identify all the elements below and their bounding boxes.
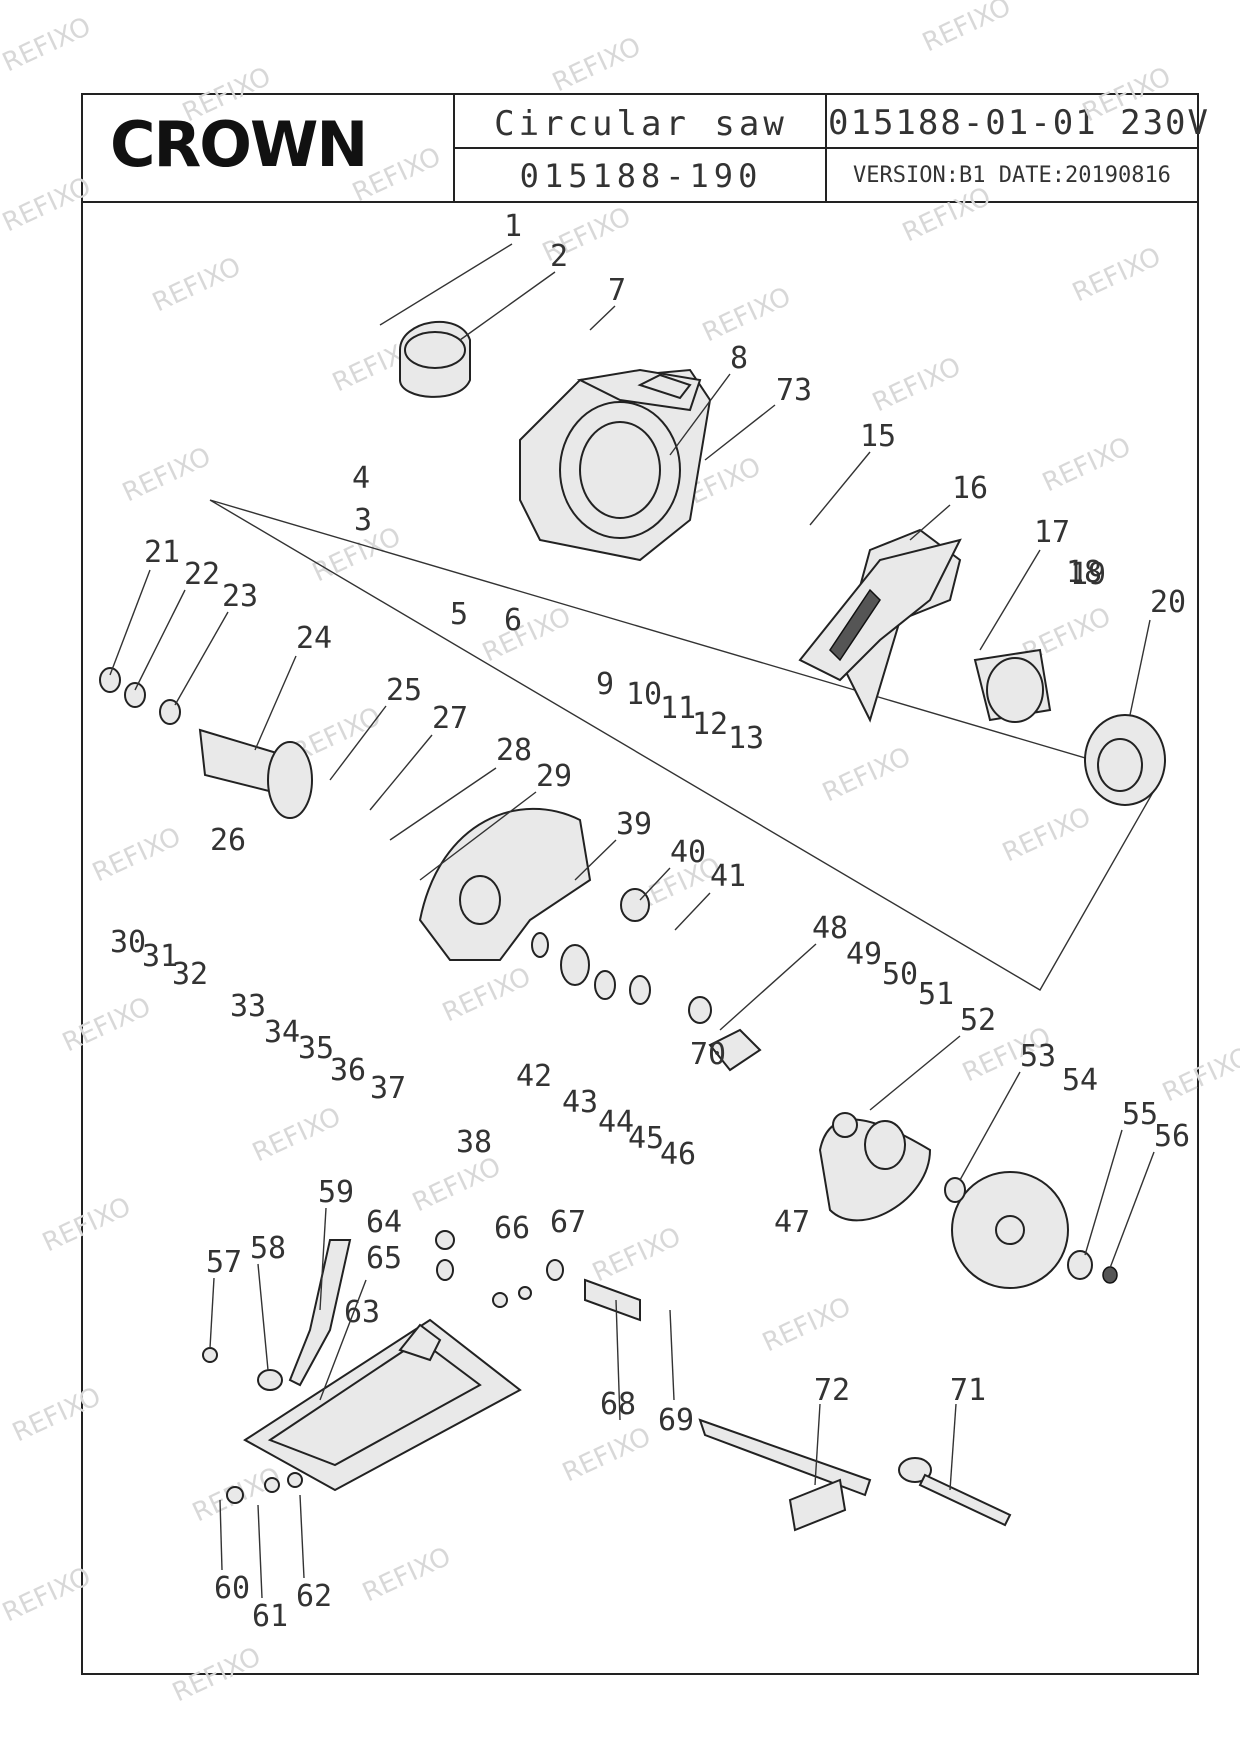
part-label: 41: [710, 859, 746, 894]
stator: [973, 648, 1052, 723]
part-label: 1: [504, 209, 522, 244]
base-plate: [243, 1318, 522, 1492]
part-label: 39: [616, 807, 652, 842]
part-label: 48: [812, 911, 848, 946]
part-label: 46: [660, 1137, 696, 1172]
rear-cap: [399, 320, 471, 398]
part-label: 7: [608, 273, 626, 308]
blade-washers: [944, 1177, 1118, 1284]
part-label: 30: [110, 925, 146, 960]
gearbox-parts: [531, 888, 762, 1072]
part-label: 70: [690, 1037, 726, 1072]
part-label: 44: [598, 1105, 634, 1140]
part-label: 35: [298, 1031, 334, 1066]
wrench: [898, 1457, 1012, 1527]
part-label: 60: [214, 1571, 250, 1606]
part-label: 51: [918, 977, 954, 1012]
part-label: 43: [562, 1085, 598, 1120]
motor-housing: [519, 368, 712, 562]
part-label: 18: [1066, 555, 1102, 590]
part-label: 3: [354, 503, 372, 538]
part-label: 53: [1020, 1039, 1056, 1074]
part-label: 17: [1034, 515, 1070, 550]
part-label: 67: [550, 1205, 586, 1240]
part-label: 21: [144, 535, 180, 570]
part-label: 15: [860, 419, 896, 454]
small-hardware: [202, 1230, 641, 1504]
part-label: 9: [596, 667, 614, 702]
part-label: 11: [660, 691, 696, 726]
part-label: 65: [366, 1241, 402, 1276]
part-label: 66: [494, 1211, 530, 1246]
part-label: 5: [450, 597, 468, 632]
part-label: 26: [210, 823, 246, 858]
assembly-guide-line: [209, 499, 1162, 991]
part-label: 8: [730, 341, 748, 376]
product-title: Circular saw: [494, 104, 788, 144]
part-label: 12: [692, 707, 728, 742]
part-label: 13: [728, 721, 764, 756]
part-label: 34: [264, 1015, 300, 1050]
part-label: 40: [670, 835, 706, 870]
part-label: 58: [250, 1231, 286, 1266]
saw-blade: [951, 1171, 1069, 1289]
part-label: 19: [1070, 557, 1106, 592]
part-label: 33: [230, 989, 266, 1024]
part-label: 32: [172, 957, 208, 992]
part-label: 50: [882, 957, 918, 992]
part-label: 47: [774, 1205, 810, 1240]
part-label: 23: [222, 579, 258, 614]
part-label: 38: [456, 1125, 492, 1160]
part-label: 27: [432, 701, 468, 736]
part-label: 49: [846, 937, 882, 972]
part-label: 42: [516, 1059, 552, 1094]
part-label: 54: [1062, 1063, 1098, 1098]
part-label: 73: [776, 373, 812, 408]
part-label: 71: [950, 1373, 986, 1408]
part-label: 6: [504, 603, 522, 638]
part-label: 28: [496, 733, 532, 768]
model-number: 015188-190: [519, 157, 763, 195]
part-label: 55: [1122, 1097, 1158, 1132]
part-label: 61: [252, 1599, 288, 1634]
handle: [798, 528, 962, 723]
part-label: 4: [352, 461, 370, 496]
part-label: 16: [952, 471, 988, 506]
part-label: 31: [142, 939, 178, 974]
part-label: 29: [536, 759, 572, 794]
part-label: 2: [550, 239, 568, 274]
part-label: 57: [206, 1245, 242, 1280]
fan-baffle: [1084, 714, 1166, 806]
brand-logo: CROWN: [110, 108, 368, 181]
part-label: 69: [658, 1403, 694, 1438]
armature: [99, 667, 313, 819]
part-label: 20: [1150, 585, 1186, 620]
part-label: 25: [386, 673, 422, 708]
product-code: 015188-01-01 230V: [828, 103, 1210, 143]
part-label: 36: [330, 1053, 366, 1088]
part-label: 52: [960, 1003, 996, 1038]
part-label: 10: [626, 677, 662, 712]
part-label: 68: [600, 1387, 636, 1422]
lower-blade-guard: [818, 1112, 932, 1222]
part-label: 59: [318, 1175, 354, 1210]
part-label: 24: [296, 621, 332, 656]
part-label: 62: [296, 1579, 332, 1614]
version-date: VERSION:B1 DATE:20190816: [853, 163, 1171, 188]
part-label: 22: [184, 557, 220, 592]
part-label: 64: [366, 1205, 402, 1240]
depth-bracket: [288, 1239, 352, 1387]
part-label: 63: [344, 1295, 380, 1330]
part-label: 37: [370, 1071, 406, 1106]
part-label: 72: [814, 1373, 850, 1408]
part-label: 56: [1154, 1119, 1190, 1154]
part-label: 45: [628, 1121, 664, 1156]
upper-blade-guard: [418, 807, 592, 961]
rip-fence: [698, 1418, 872, 1532]
